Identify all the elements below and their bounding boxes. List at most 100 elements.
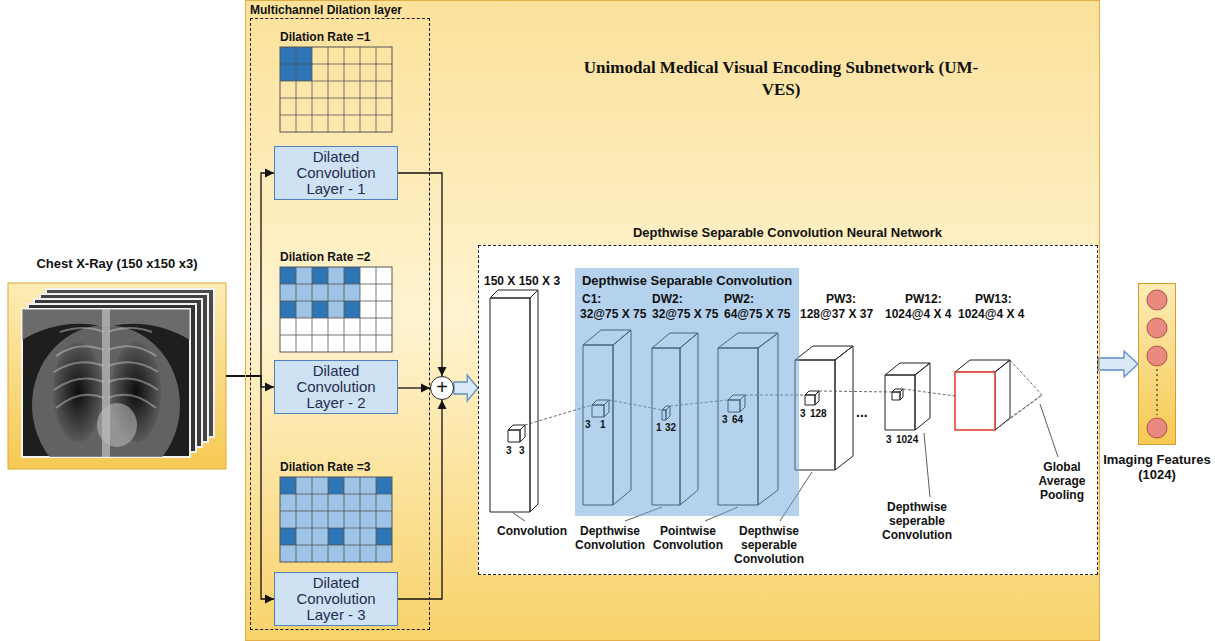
text-slot: Depthwise Separable Convolution Neural N… <box>479 225 1096 240</box>
dilation-grid <box>280 477 392 562</box>
diagram-label: 128@37 X 37 <box>800 307 873 321</box>
node-text: 64@75 X 75 <box>724 307 790 321</box>
diagram-label: PW13: <box>975 292 1012 306</box>
text-slot: 3 <box>585 419 591 430</box>
feature-units <box>1147 290 1167 438</box>
diagram-label: PW12: <box>905 292 942 306</box>
diagram-label: 1024 <box>896 434 918 445</box>
diagram-label: 1024@4 X 4 <box>885 307 951 321</box>
node-text: Multichannel Dilation layer <box>250 3 402 17</box>
text-slot: 3 <box>519 445 525 456</box>
text-slot: PW3: <box>826 292 856 306</box>
input-slab <box>490 290 538 512</box>
diagram-label: Depthwise seperable Convolution <box>732 524 806 566</box>
text-slot: Dilation Rate =3 <box>280 460 370 474</box>
text-slot: Chest X-Ray (150 x150 x3) <box>8 256 226 271</box>
text-slot: PW12: <box>905 292 942 306</box>
node-text: 32@75 X 75 <box>652 307 718 321</box>
text-slot: 32@75 X 75 <box>580 307 646 321</box>
text-slot: 3 <box>722 414 728 425</box>
sum-node: + <box>430 376 454 400</box>
dilated-conv-box: Dilated Convolution Layer - 2 <box>274 360 398 414</box>
feature-unit <box>1147 318 1167 338</box>
diagram-label: Convolution <box>496 524 568 538</box>
text-slot: Dilation Rate =2 <box>280 250 370 264</box>
text-slot: Global Average Pooling <box>1030 460 1094 502</box>
ellipsis-line <box>1156 369 1157 415</box>
node-text: 32@75 X 75 <box>580 307 646 321</box>
diagram-label: 1 <box>600 419 606 430</box>
block-arrow <box>454 375 478 401</box>
node-text: Depthwise Separable Convolution Neural N… <box>479 225 1096 240</box>
text-slot: 128 <box>810 408 827 419</box>
grid-lines <box>280 47 392 132</box>
feature-unit <box>1147 346 1167 366</box>
node-text: Dilated Convolution Layer - 3 <box>279 575 393 623</box>
block-arrow <box>1098 351 1138 377</box>
kernel-cube <box>892 389 903 400</box>
dilation-grid <box>280 47 392 132</box>
kernel-cube <box>805 391 819 405</box>
diagram-label: Dilation Rate =3 <box>280 460 370 474</box>
text-slot: ... <box>856 404 868 420</box>
diagram-label: Depthwise Convolution <box>574 524 646 552</box>
flow-arrow <box>398 173 442 376</box>
text-slot: 32 <box>665 422 676 433</box>
text-slot: Depthwise Separable Convolution <box>575 273 799 288</box>
panel-ground <box>245 0 1100 641</box>
diagram-label: Depthwise seperable Convolution <box>880 500 954 542</box>
chest-xray <box>22 309 190 457</box>
text-slot: 3 <box>800 408 806 419</box>
flow-arrow <box>398 400 442 599</box>
dilation-grid <box>280 267 392 352</box>
feature-block <box>795 346 853 470</box>
kernel-cells <box>280 267 360 318</box>
dilation-grid <box>280 267 392 352</box>
text-slot: Convolution <box>496 524 568 538</box>
text-slot: 128@37 X 37 <box>800 307 873 321</box>
final-block-face <box>955 372 995 430</box>
receptive-field <box>280 267 360 318</box>
text-slot: Dilation Rate =1 <box>280 30 370 44</box>
text-slot: 64@75 X 75 <box>724 307 790 321</box>
text-slot: 32@75 X 75 <box>652 307 718 321</box>
text-slot: 1 <box>600 419 606 430</box>
dilated-conv-box: Dilated Convolution Layer - 1 <box>274 146 398 200</box>
kernel-cube <box>508 425 525 442</box>
text-slot: 1 <box>656 422 662 433</box>
diagram-label: 150 X 150 X 3 <box>484 274 560 288</box>
text-slot: Imaging Features (1024) <box>1101 452 1213 482</box>
diagram-label: ... <box>856 404 868 420</box>
diagram-label: 3 <box>722 414 728 425</box>
diagram-label: 32 <box>665 422 676 433</box>
diagram-label: Global Average Pooling <box>1030 460 1094 502</box>
receptive-field <box>280 477 392 562</box>
node-text: Chest X-Ray (150 x150 x3) <box>8 256 226 271</box>
node-text: Imaging Features (1024) <box>1101 452 1213 482</box>
text-slot: 3 <box>886 434 892 445</box>
diagram-label: Dilation Rate =1 <box>280 30 370 44</box>
xray-image-stack: Chest X-Ray (150 x150 x3) <box>8 283 226 469</box>
node-text: DW2: <box>652 292 683 306</box>
text-slot: Depthwise Convolution <box>574 524 646 552</box>
diagram-label: PW3: <box>826 292 856 306</box>
separable-block-band: Depthwise Separable ConvolutionC1:32@75 … <box>575 268 799 516</box>
feature-block <box>955 360 1010 430</box>
grid-lines <box>280 267 392 352</box>
ribs <box>54 328 158 408</box>
dilated-conv-box: Dilated Convolution Layer - 3 <box>274 572 398 626</box>
diagram-label: 64 <box>732 414 743 425</box>
text-slot: 1024 <box>896 434 918 445</box>
feature-block <box>885 363 930 430</box>
diagram-label: 128 <box>810 408 827 419</box>
feature-unit <box>1147 290 1167 310</box>
node-text: + <box>431 377 453 397</box>
node-text: C1: <box>582 292 601 306</box>
text-slot: Depthwise seperable Convolution <box>732 524 806 566</box>
flow-arrow <box>398 387 430 388</box>
diagram-label: Dilation Rate =2 <box>280 250 370 264</box>
node-text: Dilated Convolution Layer - 2 <box>279 363 393 411</box>
feature-vector: Imaging Features (1024) <box>1138 283 1176 445</box>
diagram-label: 3 <box>506 445 512 456</box>
